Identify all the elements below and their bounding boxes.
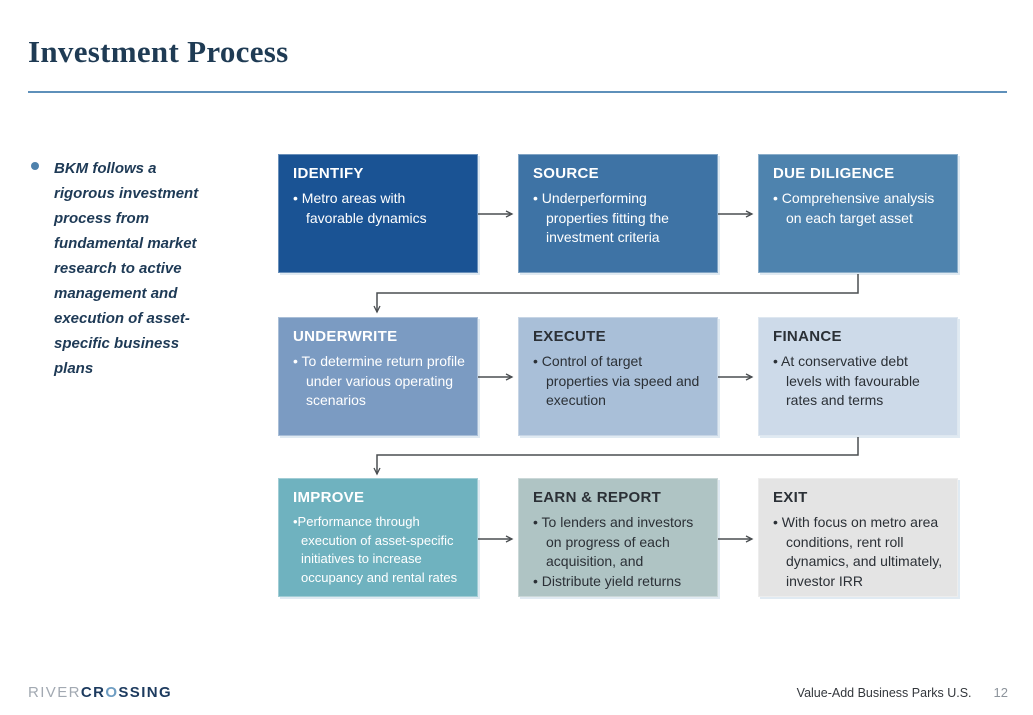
rivercrossing-logo: RIVERCROSSING <box>28 684 172 701</box>
box-bullets: • To determine return profile under vari… <box>293 352 465 411</box>
box-bullets: • Comprehensive analysis on each target … <box>773 189 945 228</box>
box-title: EARN & REPORT <box>533 489 662 506</box>
process-box-finance: FINANCE • At conservative debt levels wi… <box>758 317 958 436</box>
box-bullets: • Underperforming properties fitting the… <box>533 189 705 248</box>
process-box-source: SOURCE • Underperforming properties fitt… <box>518 154 718 273</box>
box-bullet: • Underperforming properties fitting the… <box>533 190 669 245</box>
arrow-finance-to-improve <box>373 437 859 476</box>
box-bullet: • To determine return profile under vari… <box>293 353 465 408</box>
box-bullet: • Comprehensive analysis on each target … <box>773 190 935 226</box>
page-number: 12 <box>993 685 1008 700</box>
footer-caption: Value-Add Business Parks U.S. <box>796 686 972 700</box>
process-box-improve: IMPROVE •Performance through execution o… <box>278 478 478 597</box>
box-bullet: • With focus on metro area conditions, r… <box>773 514 943 589</box>
box-bullet: • Distribute yield returns <box>533 572 682 589</box>
logo-crossing-text: CR <box>80 684 106 701</box>
box-title: FINANCE <box>773 328 842 345</box>
title-divider <box>28 91 1007 93</box>
box-title: DUE DILIGENCE <box>773 165 895 182</box>
box-title: SOURCE <box>533 165 599 182</box>
box-bullet: • Metro areas with favorable dynamics <box>293 190 427 226</box>
process-box-exit: EXIT • With focus on metro area conditio… <box>758 478 958 597</box>
box-bullet: • Control of target properties via speed… <box>533 353 700 408</box>
arrow-due-diligence-to-underwrite <box>373 274 859 314</box>
logo-river-text: RIVER <box>28 684 81 701</box>
intro-bullet-text: BKM follows a rigorous investment proces… <box>54 160 199 377</box>
process-box-earn-report: EARN & REPORT • To lenders and investors… <box>518 478 718 597</box>
box-title: UNDERWRITE <box>293 328 398 345</box>
box-bullet: • At conservative debt levels with favou… <box>773 353 920 408</box>
process-box-identify: IDENTIFY • Metro areas with favorable dy… <box>278 154 478 273</box>
bullet-dot-icon <box>31 162 39 170</box>
box-bullets: • At conservative debt levels with favou… <box>773 352 945 411</box>
box-bullets: • Control of target properties via speed… <box>533 352 705 411</box>
process-box-due-diligence: DUE DILIGENCE • Comprehensive analysis o… <box>758 154 958 273</box>
box-bullets: • Metro areas with favorable dynamics <box>293 189 465 228</box>
box-bullets: •Performance through execution of asset-… <box>293 513 465 587</box>
logo-o-glyph: O <box>105 684 119 701</box>
logo-crossing-text: SSING <box>118 684 173 701</box>
footer-right: Value-Add Business Parks U.S. 12 <box>797 685 1008 700</box>
box-bullets: • With focus on metro area conditions, r… <box>773 513 945 591</box>
box-title: IDENTIFY <box>293 165 364 182</box>
box-title: EXECUTE <box>533 328 606 345</box>
box-bullet: •Performance through execution of asset-… <box>293 514 458 585</box>
process-box-underwrite: UNDERWRITE • To determine return profile… <box>278 317 478 436</box>
box-title: IMPROVE <box>293 489 365 506</box>
box-bullet: • To lenders and investors on progress o… <box>533 514 694 569</box>
box-title: EXIT <box>773 489 808 506</box>
box-bullets: • To lenders and investors on progress o… <box>533 513 705 591</box>
process-box-execute: EXECUTE • Control of target properties v… <box>518 317 718 436</box>
page-title: Investment Process <box>28 34 289 69</box>
